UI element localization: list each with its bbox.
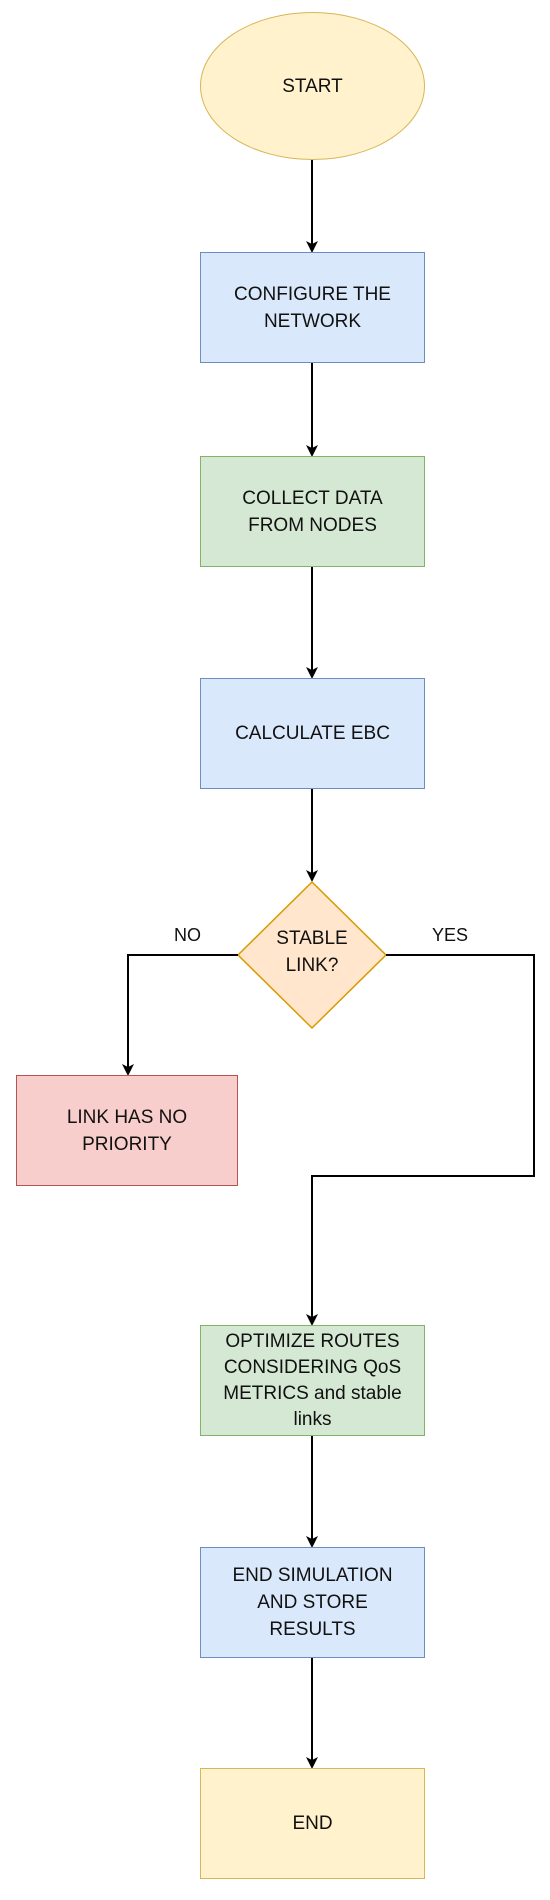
collect-label-line-1: COLLECT DATA — [242, 487, 383, 509]
end-simulation-label-line-3: RESULTS — [269, 1619, 356, 1640]
end-label: END — [292, 1813, 333, 1834]
no-priority-label-line-2: PRIORITY — [82, 1133, 172, 1155]
yes-branch-label: YES — [432, 925, 469, 945]
decision-label-line-2: LINK? — [285, 955, 339, 976]
decision-label: STABLE LINK? — [262, 925, 362, 979]
optimize-label-line-1: OPTIMIZE ROUTES — [225, 1330, 400, 1352]
end-simulation-label-line-2: AND STORE — [257, 1592, 368, 1613]
configure-network-node: CONFIGURE THE NETWORK — [200, 252, 425, 363]
calculate-ebc-node: CALCULATE EBC — [200, 678, 425, 789]
no-priority-label-line-1: LINK HAS NO — [66, 1106, 188, 1128]
optimize-label-line-2: CONSIDERING QoS — [223, 1356, 402, 1378]
decision-diamond — [236, 880, 388, 1030]
link-no-priority-node: LINK HAS NO PRIORITY — [16, 1075, 238, 1186]
end-simulation-node: END SIMULATION AND STORE RESULTS — [200, 1547, 425, 1658]
configure-label-line-2: NETWORK — [263, 310, 362, 332]
end-simulation-label-line-1: END SIMULATION — [232, 1565, 393, 1586]
arrow-yes-to-optimize — [306, 954, 535, 1326]
configure-label-line-1: CONFIGURE THE — [234, 283, 391, 305]
collect-label-line-2: FROM NODES — [248, 514, 377, 536]
optimize-label-line-3: METRICS and stable — [223, 1382, 402, 1404]
collect-data-node: COLLECT DATA FROM NODES — [200, 456, 425, 567]
decision-label-line-1: STABLE — [276, 928, 348, 949]
start-node: START — [200, 12, 425, 160]
optimize-label-line-4: links — [293, 1408, 332, 1430]
end-node: END — [200, 1768, 425, 1879]
calculate-label: CALCULATE EBC — [235, 723, 390, 744]
arrow-no-to-no-priority — [122, 954, 238, 1076]
no-branch-label: NO — [174, 925, 201, 945]
start-label: START — [282, 75, 343, 97]
optimize-routes-node: OPTIMIZE ROUTES CONSIDERING QoS METRICS … — [200, 1325, 425, 1436]
